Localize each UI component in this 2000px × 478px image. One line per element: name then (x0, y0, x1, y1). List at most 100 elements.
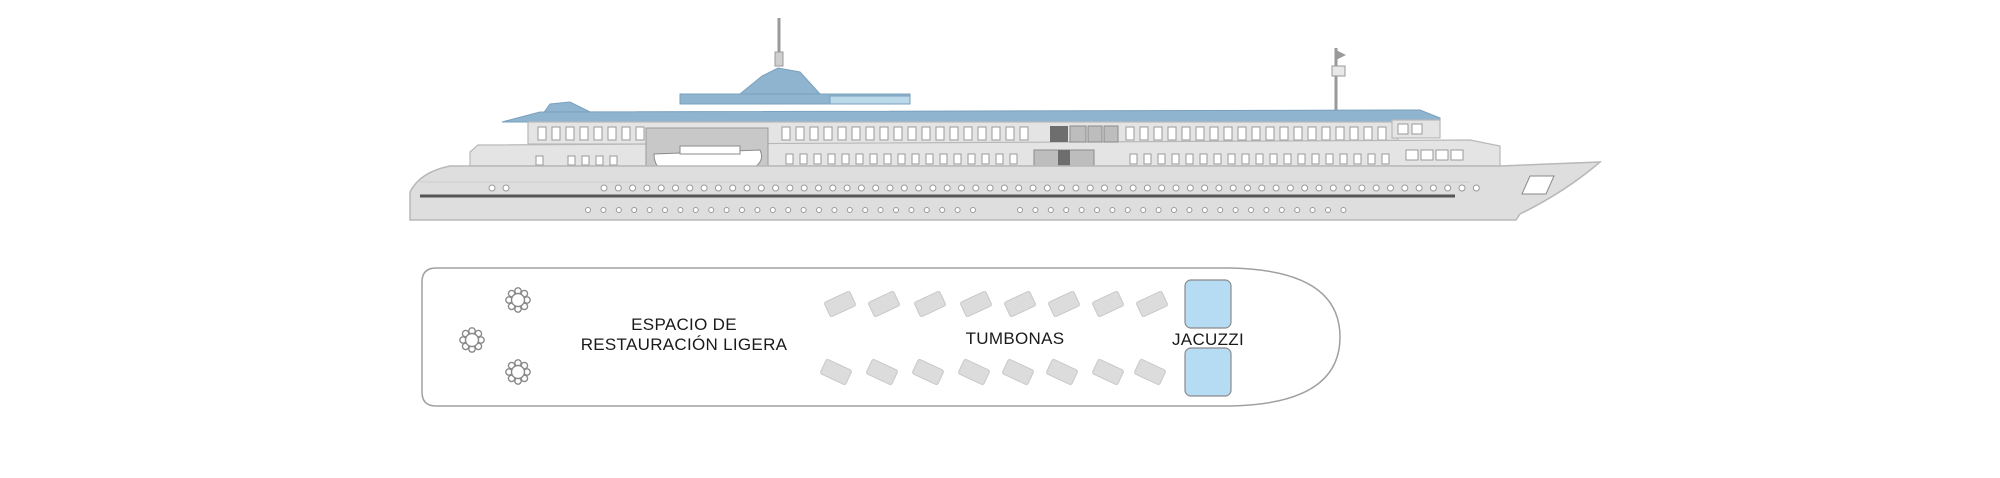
window (1269, 153, 1278, 165)
porthole (1315, 184, 1323, 192)
porthole (958, 184, 965, 192)
window (535, 155, 544, 166)
window (1223, 126, 1233, 141)
porthole (1387, 184, 1394, 192)
sun-lounger-icon (866, 358, 898, 386)
window (1255, 153, 1264, 165)
window (1129, 153, 1138, 165)
porthole (1217, 207, 1224, 213)
window (1157, 153, 1166, 165)
porthole (629, 184, 637, 192)
porthole-row-upper (488, 184, 1480, 192)
porthole (1344, 184, 1352, 192)
window (795, 126, 805, 141)
window (1019, 126, 1029, 141)
porthole (1063, 207, 1070, 213)
window (1397, 123, 1409, 135)
window (785, 153, 794, 165)
porthole (1429, 184, 1437, 192)
porthole (1017, 207, 1023, 213)
porthole (585, 207, 591, 213)
window (883, 153, 892, 165)
porthole (708, 207, 715, 213)
window (1279, 126, 1289, 141)
porthole (1129, 184, 1137, 192)
window (907, 126, 917, 141)
window (1353, 153, 1362, 165)
table-with-chairs-icon (505, 287, 531, 313)
porthole (769, 207, 776, 213)
sun-lounger-icon (914, 290, 946, 318)
porthole (800, 184, 808, 192)
window (837, 126, 847, 141)
porthole (943, 184, 951, 192)
window (841, 153, 850, 165)
window (1339, 153, 1348, 165)
window (1293, 126, 1303, 141)
porthole (672, 184, 679, 192)
porthole (1472, 184, 1480, 192)
window (953, 153, 962, 165)
window (879, 126, 889, 141)
porthole (1043, 184, 1051, 192)
sun-lounger-icon (1046, 358, 1078, 386)
porthole (1186, 184, 1194, 192)
dark-hatch (1050, 126, 1068, 142)
window (595, 155, 604, 166)
window (977, 126, 987, 141)
bow-window (1521, 175, 1555, 195)
porthole (1171, 207, 1177, 213)
porthole (1086, 184, 1094, 192)
window (963, 126, 973, 141)
porthole (1272, 184, 1280, 192)
window (1325, 153, 1334, 165)
loungers-label: TUMBONAS (966, 329, 1065, 348)
porthole (488, 184, 496, 192)
window (1363, 126, 1373, 141)
jacuzzi-label: JACUZZI (1172, 330, 1244, 349)
porthole (1000, 184, 1008, 192)
porthole (862, 207, 869, 213)
sun-lounger-icon (824, 290, 856, 318)
jacuzzi-icon (1184, 347, 1232, 397)
sun-lounger-icon (1136, 290, 1168, 318)
porthole (1201, 207, 1208, 213)
sun-lounger-icon (1092, 290, 1124, 318)
porthole (1325, 207, 1331, 213)
window (1125, 126, 1135, 141)
window (981, 153, 990, 165)
window (949, 126, 959, 141)
porthole (1143, 184, 1151, 192)
porthole (1078, 207, 1085, 213)
window (921, 126, 931, 141)
window (911, 153, 920, 165)
porthole (923, 207, 930, 213)
window (1381, 153, 1390, 165)
porthole (1109, 207, 1116, 213)
porthole (1140, 207, 1147, 213)
window (1411, 123, 1423, 135)
lounger-area (820, 290, 1168, 386)
window (869, 153, 878, 165)
porthole (972, 184, 980, 192)
window (781, 126, 791, 141)
porthole (1155, 207, 1162, 213)
porthole-row-lower (585, 207, 1347, 213)
porthole (1072, 184, 1080, 192)
porthole (631, 207, 638, 213)
upper-window-row (537, 123, 1423, 141)
window (1251, 126, 1261, 141)
window (1377, 126, 1387, 141)
window (893, 126, 903, 141)
window (995, 153, 1004, 165)
porthole (893, 207, 899, 213)
window (897, 153, 906, 165)
deck-plan: ESPACIO DE RESTAURACIÓN LIGERA TUMBONAS … (421, 267, 1341, 407)
porthole (816, 207, 822, 213)
porthole (1201, 184, 1209, 192)
porthole (1458, 184, 1466, 192)
window (1005, 126, 1015, 141)
porthole (986, 184, 994, 192)
porthole (831, 207, 838, 213)
porthole (1401, 184, 1409, 192)
